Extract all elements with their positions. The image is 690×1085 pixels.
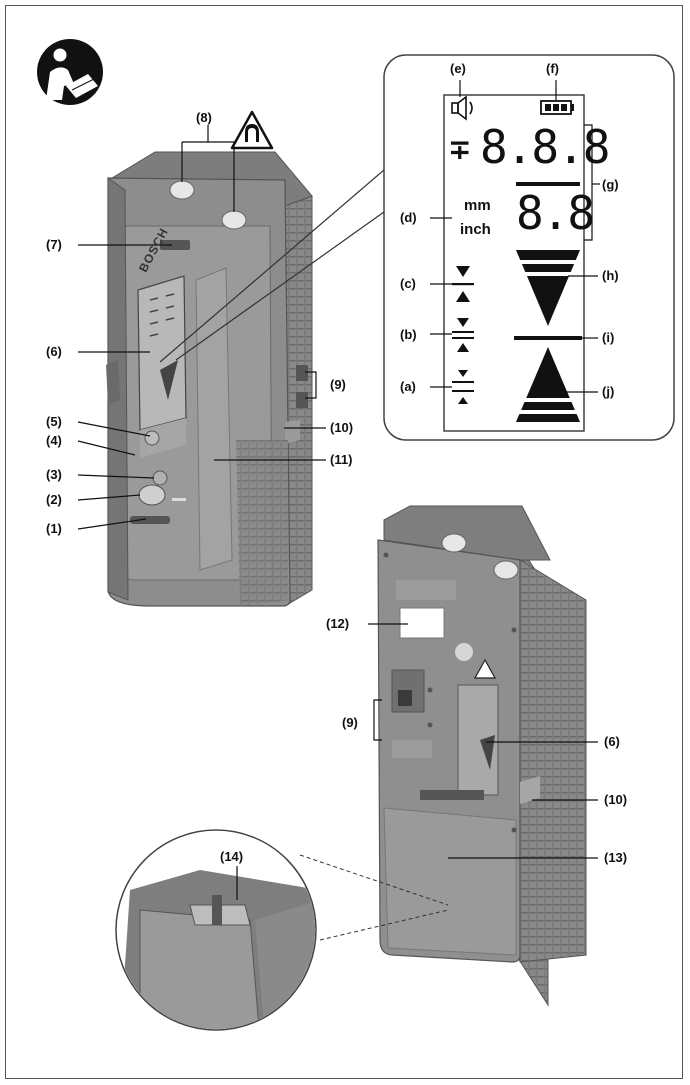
display-label-h: (h) (602, 268, 619, 283)
digits-bottom: 8.8 (516, 186, 595, 240)
callout-3: (3) (46, 467, 62, 482)
page-frame (5, 5, 683, 1079)
callout-14: (14) (220, 849, 244, 864)
unit-mm: mm (464, 197, 491, 214)
battery-icon (540, 100, 574, 115)
callout-10-back: (10) (604, 792, 628, 807)
display-callout-box (159, 54, 675, 441)
display-label-b: (b) (400, 327, 417, 342)
speaker-icon (451, 95, 473, 121)
display-label-g: (g) (602, 177, 619, 192)
callout-9-back: (9) (342, 715, 358, 730)
display-label-a: (a) (400, 379, 416, 394)
detail-zoom-circle (115, 829, 449, 1031)
callout-6-back: (6) (604, 734, 620, 749)
display-label-c: (c) (400, 276, 416, 291)
display-label-f: (f) (546, 61, 559, 76)
front-device (106, 151, 313, 607)
callout-13: (13) (604, 850, 628, 865)
callout-6: (6) (46, 344, 62, 359)
display-label-i: (i) (602, 330, 615, 345)
callout-2: (2) (46, 492, 62, 507)
callout-12: (12) (326, 616, 350, 631)
callout-lines (77, 125, 598, 900)
callout-7: (7) (46, 237, 62, 252)
digits-top: 8.8.8 (480, 120, 610, 174)
display-label-e: (e) (450, 61, 466, 76)
callout-1: (1) (46, 521, 62, 536)
display-label-d: (d) (400, 210, 417, 225)
callout-5: (5) (46, 414, 62, 429)
callout-4: (4) (46, 433, 62, 448)
read-manual-icon (37, 39, 103, 105)
callout-9: (9) (330, 377, 346, 392)
callout-8: (8) (196, 110, 212, 125)
callout-10: (10) (330, 420, 354, 435)
magnet-warning-icon (230, 110, 274, 150)
sign-indicator: ∓ (448, 133, 472, 166)
unit-inch: inch (460, 221, 491, 238)
callout-11: (11) (330, 452, 353, 467)
back-device (377, 505, 587, 1007)
display-label-j: (j) (602, 384, 615, 399)
